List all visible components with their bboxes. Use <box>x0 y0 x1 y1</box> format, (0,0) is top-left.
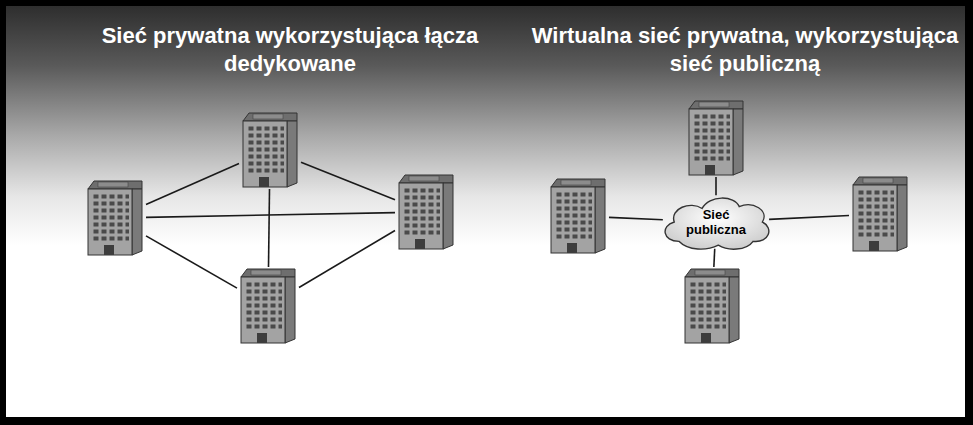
office-building <box>395 173 457 251</box>
building-icon <box>237 267 299 345</box>
building-icon <box>395 173 457 251</box>
building-icon <box>84 179 146 257</box>
building-icon <box>685 99 747 177</box>
network-link <box>299 230 395 287</box>
building-icon <box>849 175 911 253</box>
network-link <box>769 216 849 220</box>
network-link <box>146 213 395 218</box>
node-label: Sieć publiczna <box>676 207 756 237</box>
office-building <box>681 267 743 345</box>
building-icon <box>239 111 301 189</box>
heading-label: Wirtualna sieć prywatna, wykorzystująca … <box>530 22 960 78</box>
office-building <box>849 175 911 253</box>
network-cloud: Sieć publiczna <box>658 193 774 251</box>
office-building <box>84 179 146 257</box>
building-icon <box>681 267 743 345</box>
office-building <box>239 111 301 189</box>
network-link <box>609 217 663 219</box>
office-building <box>685 99 747 177</box>
heading-label: Sieć prywatna wykorzystująca łącza dedyk… <box>70 22 510 78</box>
network-link <box>715 177 717 195</box>
network-link <box>146 164 239 205</box>
network-link <box>146 236 237 288</box>
office-building <box>547 177 609 255</box>
network-link <box>269 189 270 267</box>
building-icon <box>547 177 609 255</box>
network-link <box>713 249 715 267</box>
network-link <box>301 162 395 199</box>
office-building <box>237 267 299 345</box>
